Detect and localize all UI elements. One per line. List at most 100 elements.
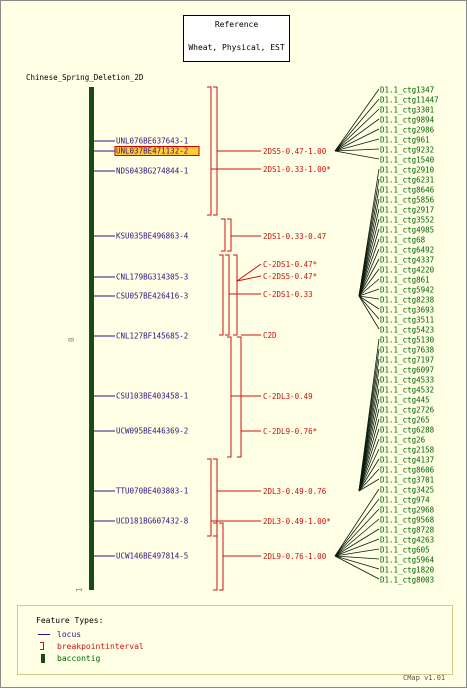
- interval-label[interactable]: 2DS1-0.33-1.00*: [263, 165, 331, 174]
- contig-label[interactable]: D1.1_ctg3693: [380, 306, 434, 315]
- contig-label[interactable]: D1.1_ctg3511: [380, 316, 434, 325]
- interval-bracket[interactable]: [213, 522, 218, 591]
- contig-label[interactable]: D1.1_ctg2726: [380, 406, 435, 415]
- locus-label[interactable]: UCW146BE497814-5: [116, 552, 188, 561]
- locus-label[interactable]: UCW095BE446369-2: [116, 427, 188, 436]
- contig-label[interactable]: D1.1_ctg4533: [380, 376, 434, 385]
- contig-label[interactable]: D1.1_ctg3552: [380, 216, 434, 225]
- map-end-label: 1: [75, 587, 84, 592]
- interval-bracket[interactable]: [221, 218, 226, 252]
- contig-correspondence-line: [334, 555, 380, 560]
- interval-label[interactable]: C-2DL9-0.76*: [263, 427, 317, 436]
- interval-bracket[interactable]: [237, 336, 242, 458]
- interval-label[interactable]: 2DL9-0.76-1.00: [263, 552, 327, 561]
- locus-label[interactable]: UNL076BE637643-1: [116, 137, 188, 146]
- contig-label[interactable]: D1.1_ctg1540: [380, 156, 435, 165]
- contig-correspondence-line: [358, 448, 380, 492]
- interval-label[interactable]: 2DS1-0.33-0.47: [263, 232, 326, 241]
- locus-label[interactable]: TTU070BE403803-1: [116, 487, 188, 496]
- locus-label[interactable]: UCD181BG607432-8: [116, 517, 189, 526]
- interval-label[interactable]: 2DL3-0.49-0.76: [263, 487, 327, 496]
- interval-bracket[interactable]: [225, 254, 230, 336]
- interval-label[interactable]: C-2DS5-0.47*: [263, 272, 317, 281]
- contig-label[interactable]: D1.1_ctg8646: [380, 186, 435, 195]
- contig-label[interactable]: D1.1_ctg1820: [380, 566, 435, 575]
- contig-label[interactable]: D1.1_ctg4532: [380, 386, 434, 395]
- contig-label[interactable]: D1.1_ctg6097: [380, 366, 434, 375]
- contig-label[interactable]: D1.1_ctg9894: [380, 116, 435, 125]
- contig-label[interactable]: D1.1_ctg2158: [380, 446, 435, 455]
- contig-label[interactable]: D1.1_ctg7638: [380, 346, 435, 355]
- locus-label[interactable]: CNL127BF145685-2: [116, 332, 188, 341]
- contig-label[interactable]: D1.1_ctg4137: [380, 456, 434, 465]
- contig-label[interactable]: D1.1_ctg5964: [380, 556, 435, 565]
- contig-label[interactable]: D1.1_ctg9232: [380, 146, 434, 155]
- contig-label[interactable]: D1.1_ctg605: [380, 546, 430, 555]
- interval-bracket[interactable]: [207, 86, 212, 216]
- contig-label[interactable]: D1.1_ctg6288: [380, 426, 435, 435]
- interval-label[interactable]: C-2DS1-0.47*: [263, 260, 317, 269]
- interval-bracket[interactable]: [219, 522, 224, 591]
- contig-label[interactable]: D1.1_ctg5942: [380, 286, 434, 295]
- locus-label[interactable]: CNL179BG314305-3: [116, 273, 188, 282]
- contig-label[interactable]: D1.1_ctg1347: [380, 86, 434, 95]
- interval-label[interactable]: C-2DL3-0.49: [263, 392, 313, 401]
- locus-label[interactable]: CSU057BE426416-3: [116, 292, 188, 301]
- contig-label[interactable]: D1.1_ctg8003: [380, 576, 434, 585]
- reference-box: Reference Wheat, Physical, EST: [183, 15, 290, 62]
- interval-bracket[interactable]: [227, 218, 232, 252]
- legend-title: Feature Types:: [36, 616, 104, 625]
- contig-label[interactable]: D1.1_ctg3301: [380, 106, 434, 115]
- contig-label[interactable]: D1.1_ctg4263: [380, 536, 434, 545]
- locus-label[interactable]: KSU035BE496863-4: [116, 232, 189, 241]
- contig-label[interactable]: D1.1_ctg445: [380, 396, 430, 405]
- contig-label[interactable]: D1.1_ctg5130: [380, 336, 435, 345]
- contig-label[interactable]: D1.1_ctg3701: [380, 476, 434, 485]
- locus-label[interactable]: CSU103BE403458-1: [116, 392, 188, 401]
- contig-label[interactable]: D1.1_ctg2986: [380, 126, 435, 135]
- contig-label[interactable]: D1.1_ctg26: [380, 436, 426, 445]
- locus-label[interactable]: NDS043BG274844-1: [116, 167, 188, 176]
- map-backbone[interactable]: [89, 87, 94, 590]
- contig-label[interactable]: D1.1_ctg861: [380, 276, 430, 285]
- contig-correspondence-line: [358, 468, 380, 492]
- interval-label[interactable]: C2D: [263, 331, 277, 340]
- contig-label[interactable]: D1.1_ctg8728: [380, 526, 435, 535]
- contig-label[interactable]: D1.1_ctg5856: [380, 196, 435, 205]
- contig-label[interactable]: D1.1_ctg5423: [380, 326, 434, 335]
- map-title[interactable]: Chinese_Spring_Deletion_2D: [26, 73, 144, 82]
- contig-label[interactable]: D1.1_ctg2917: [380, 206, 434, 215]
- interval-label[interactable]: 2DS5-0.47-1.00: [263, 147, 327, 156]
- contig-label[interactable]: D1.1_ctg974: [380, 496, 430, 505]
- interval-bracket[interactable]: [227, 336, 232, 458]
- contig-label[interactable]: D1.1_ctg4985: [380, 226, 434, 235]
- contig-label[interactable]: D1.1_ctg8606: [380, 466, 435, 475]
- contig-label[interactable]: D1.1_ctg6231: [380, 176, 434, 185]
- interval-bracket[interactable]: [219, 254, 224, 336]
- interval-label[interactable]: 2DL3-0.49-1.00*: [263, 517, 331, 526]
- map-start-label: 0: [67, 337, 76, 342]
- contig-label[interactable]: D1.1_ctg6492: [380, 246, 434, 255]
- contig-label[interactable]: D1.1_ctg2968: [380, 506, 435, 515]
- contig-label[interactable]: D1.1_ctg2910: [380, 166, 435, 175]
- contig-label[interactable]: D1.1_ctg9568: [380, 516, 435, 525]
- contig-label[interactable]: D1.1_ctg11447: [380, 96, 439, 105]
- contig-label[interactable]: D1.1_ctg4337: [380, 256, 434, 265]
- interval-bracket[interactable]: [213, 86, 218, 216]
- interval-bracket[interactable]: [213, 458, 218, 537]
- locus-label[interactable]: UNL037BE471132-2: [116, 147, 188, 156]
- contig-label[interactable]: D1.1_ctg68: [380, 236, 426, 245]
- contig-label[interactable]: D1.1_ctg7197: [380, 356, 434, 365]
- contig-correspondence-line: [358, 295, 380, 300]
- contig-label[interactable]: D1.1_ctg3425: [380, 486, 434, 495]
- contig-label[interactable]: D1.1_ctg265: [380, 416, 430, 425]
- contig-label[interactable]: D1.1_ctg961: [380, 136, 430, 145]
- contig-bar-icon: [36, 654, 54, 663]
- feature-legend: Feature Types: locus breakpointinterval …: [17, 605, 453, 675]
- interval-bracket[interactable]: [207, 458, 212, 537]
- contig-correspondence-line: [358, 408, 380, 492]
- interval-label[interactable]: C-2DS1-0.33: [263, 290, 313, 299]
- contig-label[interactable]: D1.1_ctg4220: [380, 266, 435, 275]
- contig-label[interactable]: D1.1_ctg8238: [380, 296, 435, 305]
- interval-bracket[interactable]: [233, 254, 238, 336]
